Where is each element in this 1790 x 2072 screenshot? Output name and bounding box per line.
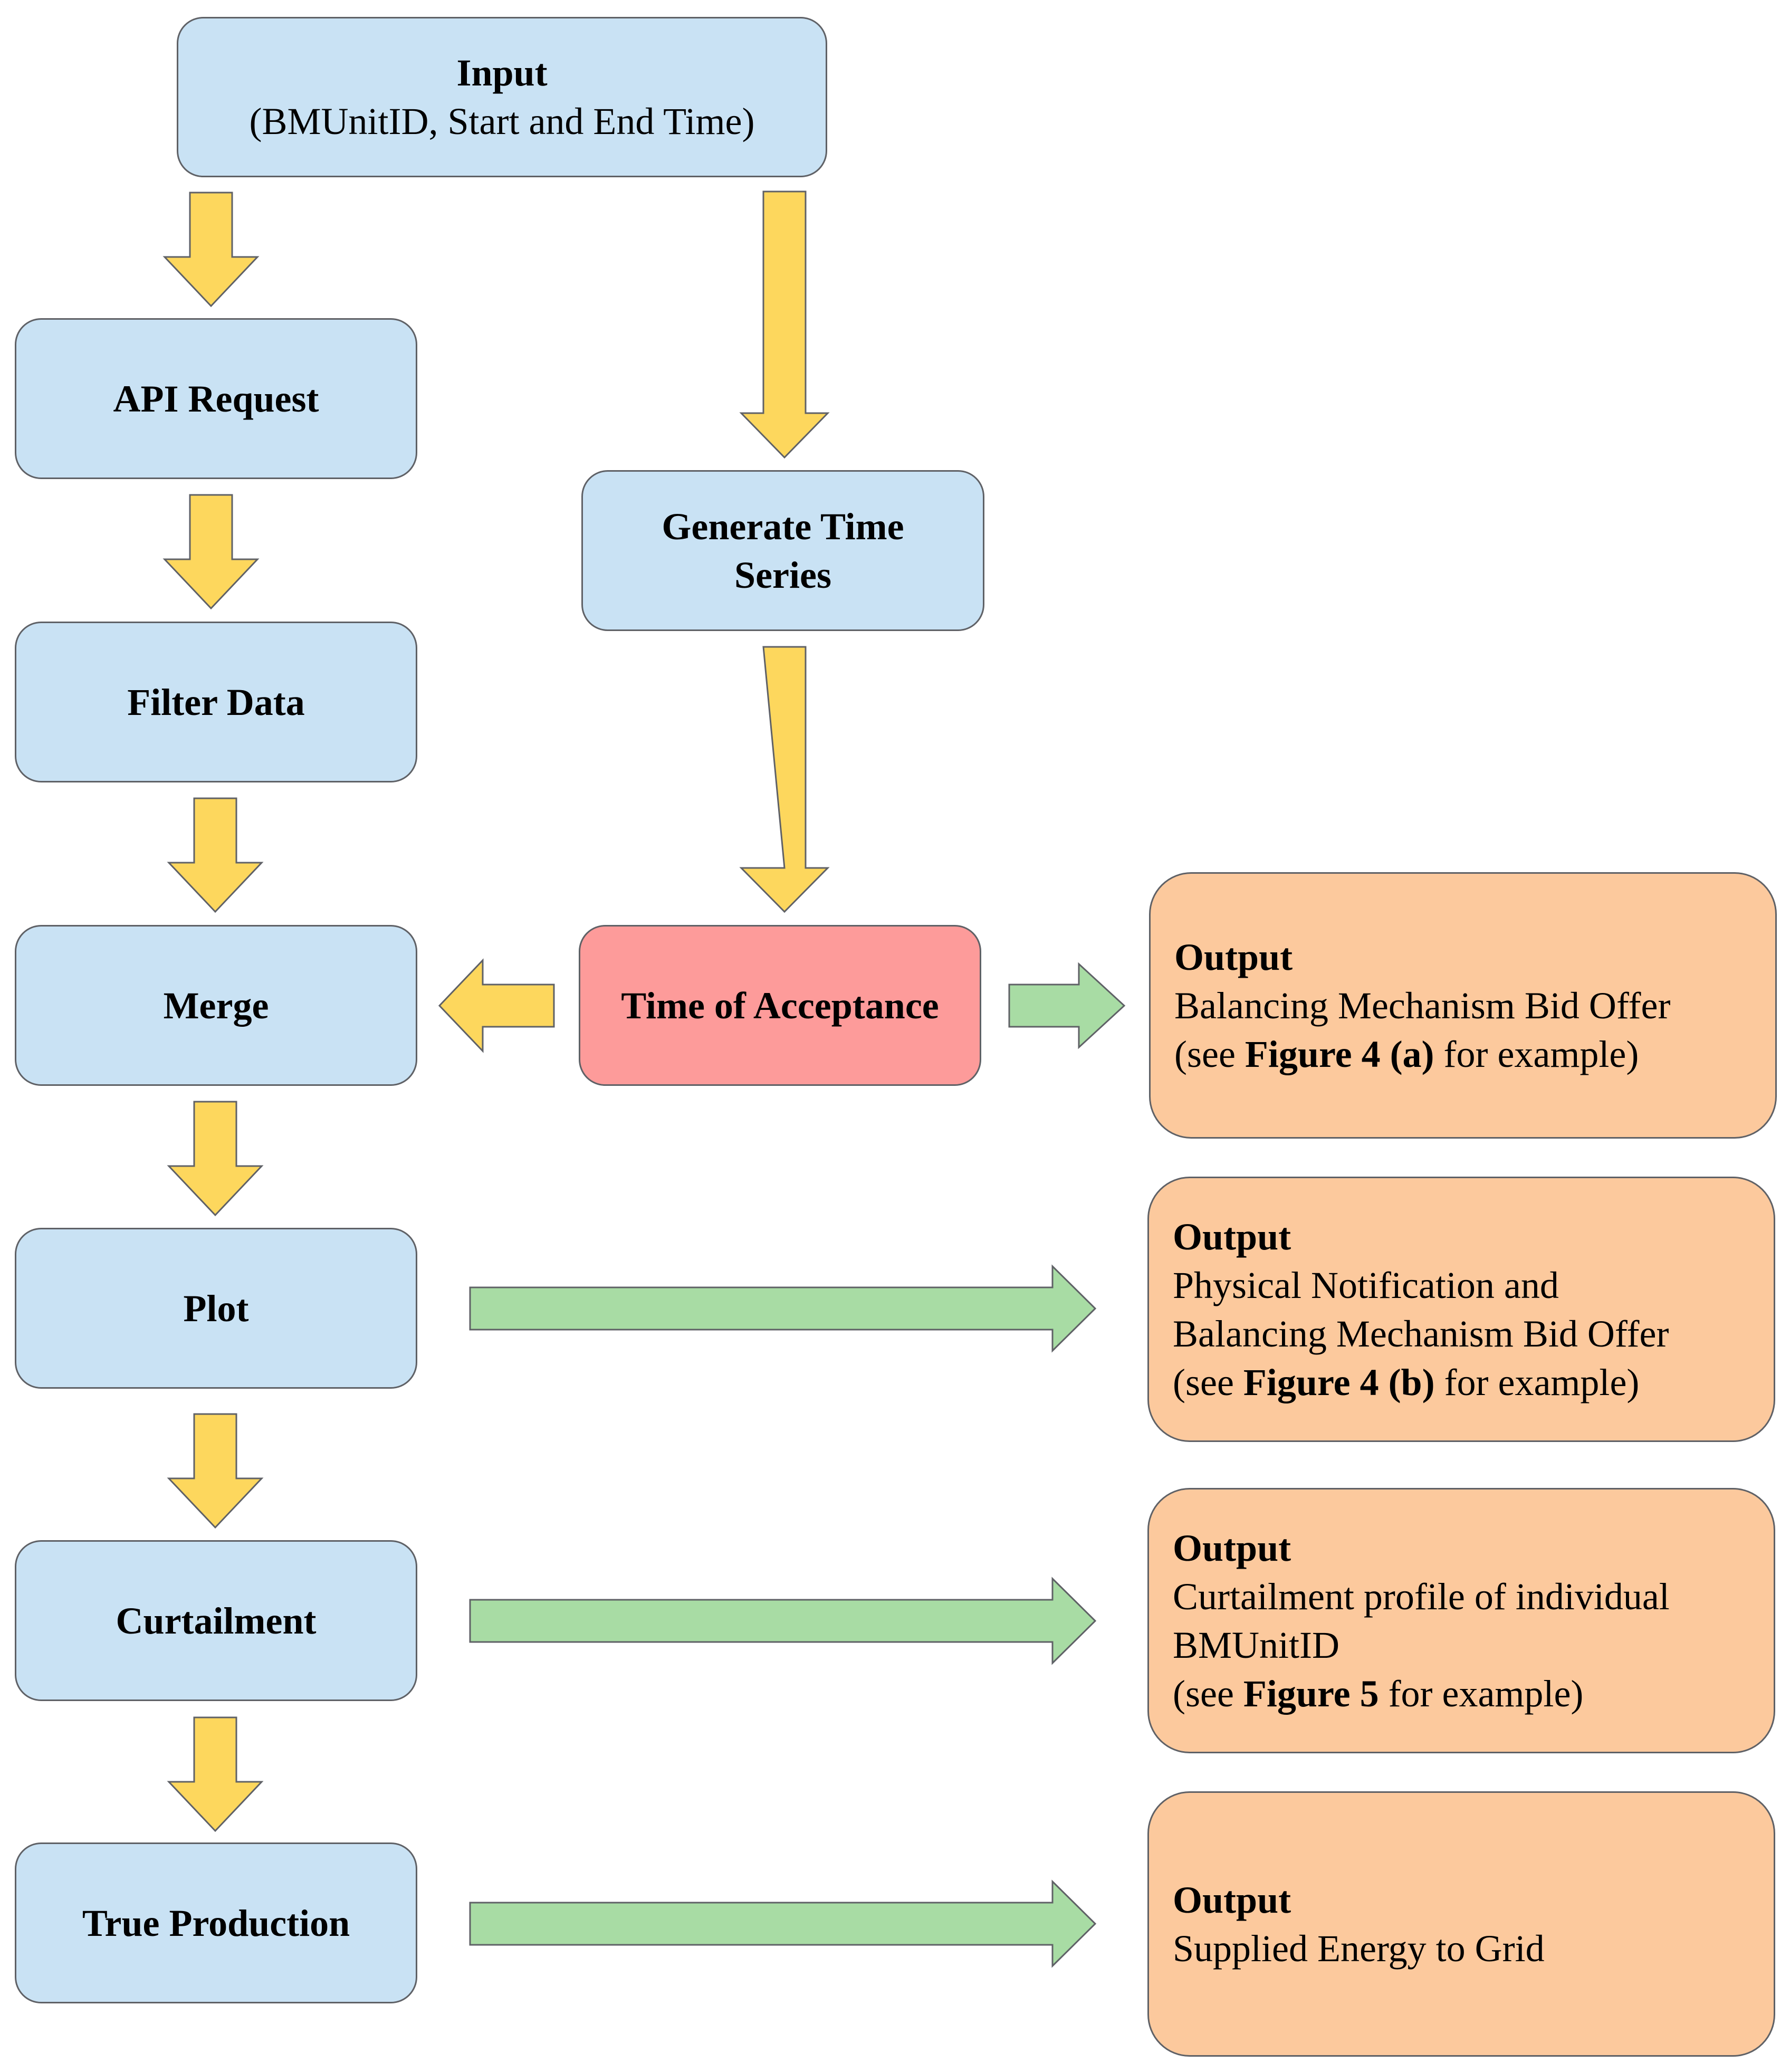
- output-title: Output: [1173, 1215, 1291, 1258]
- output-line: BMUnitID: [1173, 1624, 1340, 1666]
- output-line: Balancing Mechanism Bid Offer: [1174, 984, 1671, 1027]
- arrow-time-of-acceptance-to-output-1: [1008, 962, 1126, 1049]
- true-production-box: True Production: [15, 1842, 417, 2003]
- arrow-input-to-api: [162, 192, 260, 308]
- filter-data-label: Filter Data: [127, 681, 305, 723]
- arrow-plot-to-output-2: [469, 1264, 1097, 1353]
- input-title: Input: [456, 52, 548, 94]
- input-box: Input (BMUnitID, Start and End Time): [177, 17, 827, 177]
- output-box-curtailment-profile: Output Curtailment profile of individual…: [1147, 1488, 1775, 1753]
- output-line: Curtailment profile of individual: [1173, 1575, 1670, 1618]
- arrow-input-to-generate-time-series: [739, 190, 830, 459]
- generate-time-series-line2: Series: [734, 553, 831, 596]
- output-box-bid-offer: Output Balancing Mechanism Bid Offer (se…: [1149, 872, 1777, 1139]
- plot-box: Plot: [15, 1228, 417, 1389]
- api-request-box: API Request: [15, 318, 417, 479]
- output-figure-reference: (see Figure 4 (a) for example): [1174, 1030, 1639, 1078]
- figure-reference: Figure 5: [1243, 1672, 1379, 1715]
- true-production-label: True Production: [82, 1902, 350, 1944]
- merge-box: Merge: [15, 925, 417, 1086]
- generate-time-series-line1: Generate Time: [662, 505, 904, 548]
- output-line: Physical Notification and: [1173, 1264, 1559, 1306]
- arrow-api-to-filter: [162, 494, 260, 610]
- figure-reference: Figure 4 (a): [1245, 1033, 1434, 1075]
- ref-suffix: for example): [1379, 1672, 1584, 1715]
- filter-data-box: Filter Data: [15, 622, 417, 782]
- arrow-filter-to-merge: [167, 797, 264, 913]
- ref-prefix: (see: [1174, 1033, 1245, 1075]
- api-request-label: API Request: [113, 377, 319, 420]
- output-figure-reference: (see Figure 4 (b) for example): [1173, 1358, 1639, 1407]
- arrow-plot-to-curtailment: [167, 1413, 264, 1529]
- time-of-acceptance-label: Time of Acceptance: [621, 984, 939, 1027]
- ref-suffix: for example): [1434, 1033, 1639, 1075]
- curtailment-box: Curtailment: [15, 1540, 417, 1701]
- output-title: Output: [1173, 1878, 1291, 1921]
- figure-reference: Figure 4 (b): [1243, 1361, 1435, 1403]
- curtailment-label: Curtailment: [116, 1599, 317, 1642]
- plot-label: Plot: [183, 1287, 249, 1330]
- time-of-acceptance-box: Time of Acceptance: [579, 925, 981, 1086]
- output-box-physical-notification: Output Physical Notification and Balanci…: [1147, 1177, 1775, 1442]
- ref-prefix: (see: [1173, 1361, 1243, 1403]
- ref-prefix: (see: [1173, 1672, 1243, 1715]
- output-line: Balancing Mechanism Bid Offer: [1173, 1312, 1669, 1355]
- output-title: Output: [1174, 935, 1293, 978]
- arrow-time-of-acceptance-to-merge: [438, 958, 555, 1053]
- output-line: Supplied Energy to Grid: [1173, 1927, 1545, 1970]
- output-title: Output: [1173, 1526, 1291, 1569]
- ref-suffix: for example): [1434, 1361, 1640, 1403]
- generate-time-series-box: Generate Time Series: [581, 470, 984, 631]
- merge-label: Merge: [163, 984, 269, 1027]
- output-box-supplied-energy: Output Supplied Energy to Grid: [1147, 1791, 1775, 2057]
- arrow-curtailment-to-output-3: [469, 1577, 1097, 1665]
- arrow-generate-to-time-of-acceptance: [739, 646, 830, 913]
- output-figure-reference: (see Figure 5 for example): [1173, 1669, 1583, 1718]
- arrow-curtailment-to-true-production: [167, 1716, 264, 1832]
- arrow-true-production-to-output-4: [469, 1879, 1097, 1968]
- input-detail: (BMUnitID, Start and End Time): [249, 100, 755, 142]
- arrow-merge-to-plot: [167, 1101, 264, 1217]
